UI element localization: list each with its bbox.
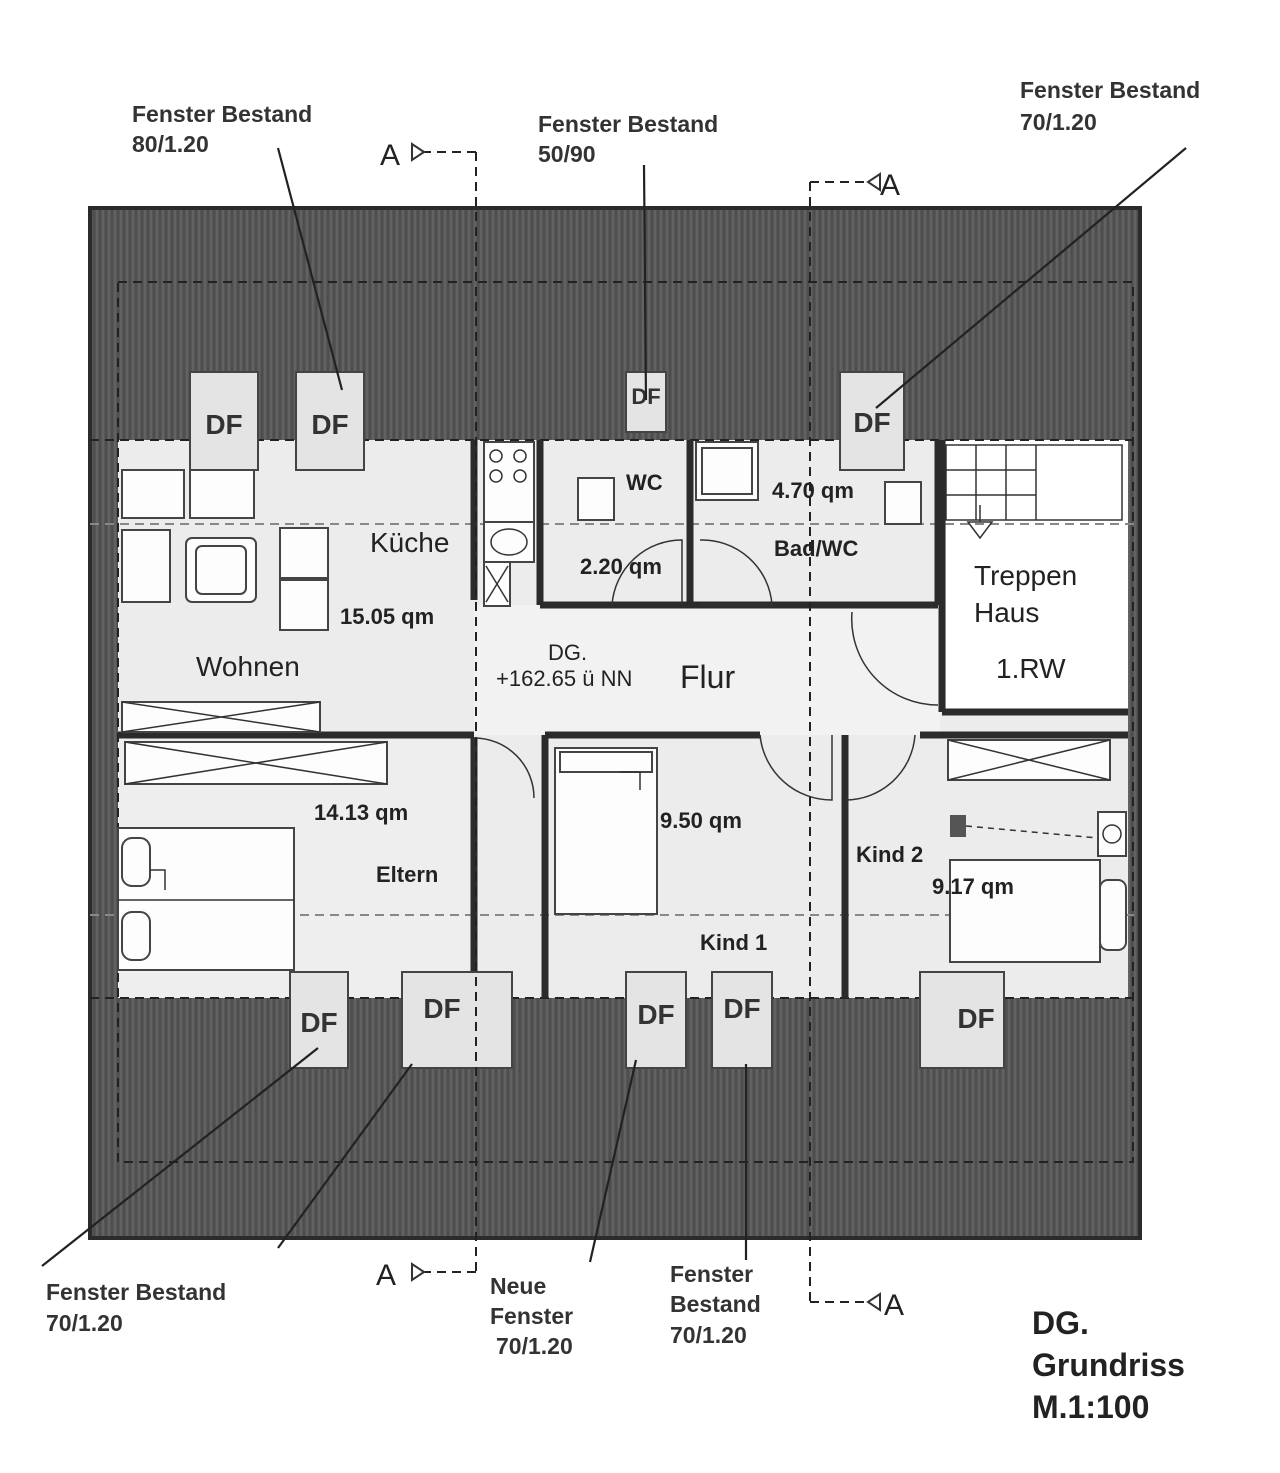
room-treppe-line3: 1.RW bbox=[996, 653, 1066, 684]
kitchen-fixtures bbox=[483, 441, 535, 607]
room-wc-area: 2.20 qm bbox=[580, 554, 662, 579]
callout-top-right-line2: 70/1.20 bbox=[1020, 109, 1097, 135]
kind1-furniture bbox=[554, 747, 658, 915]
callout-bottom-mid-line2: Bestand bbox=[670, 1291, 761, 1317]
living-furniture bbox=[121, 469, 329, 733]
callout-neue-line3: 70/1.20 bbox=[496, 1333, 573, 1359]
callout-top-left-line2: 80/1.20 bbox=[132, 131, 209, 157]
room-wohnen-name: Wohnen bbox=[196, 651, 300, 682]
callout-top-mid-line1: Fenster Bestand bbox=[538, 111, 718, 137]
door-bad bbox=[699, 539, 773, 606]
df-label: DF bbox=[205, 409, 242, 440]
room-kind1-name: Kind 1 bbox=[700, 930, 767, 955]
callout-bottom-left-line2: 70/1.20 bbox=[46, 1310, 123, 1336]
dormer-top-1 bbox=[189, 371, 259, 471]
eltern-furniture bbox=[117, 741, 388, 971]
dormer-top-4 bbox=[839, 371, 905, 471]
callout-leaders bbox=[41, 147, 1187, 1267]
section-marker: A bbox=[880, 169, 900, 202]
callout-neue-line2: Fenster bbox=[490, 1303, 573, 1329]
eaves-outline bbox=[117, 281, 1134, 1163]
room-kind1-area: 9.50 qm bbox=[660, 808, 742, 833]
df-label: DF bbox=[957, 1003, 994, 1034]
door-treppe bbox=[850, 611, 939, 706]
callout-bottom-mid-line1: Fenster bbox=[670, 1261, 753, 1287]
dormer-bottom-3 bbox=[625, 971, 687, 1069]
room-kueche-area: 15.05 qm bbox=[340, 604, 434, 629]
room-eltern-area: 14.13 qm bbox=[314, 800, 408, 825]
callout-bottom-left-line1: Fenster Bestand bbox=[46, 1279, 226, 1305]
df-label: DF bbox=[853, 407, 890, 438]
callout-bottom-mid-line3: 70/1.20 bbox=[670, 1322, 747, 1348]
df-label: DF bbox=[300, 1007, 337, 1038]
room-kind2-name: Kind 2 bbox=[856, 842, 923, 867]
room-bad-name: Bad/WC bbox=[774, 536, 858, 561]
room-treppe-line2: Haus bbox=[974, 597, 1039, 628]
door-eltern bbox=[473, 737, 535, 799]
callout-neue-line1: Neue bbox=[490, 1273, 546, 1299]
section-marker: A bbox=[380, 139, 400, 172]
room-flur-name: Flur bbox=[680, 659, 735, 695]
dormer-bottom-5 bbox=[919, 971, 1005, 1069]
df-label: DF bbox=[637, 999, 674, 1030]
flur-level-line1: DG. bbox=[548, 640, 587, 665]
callout-top-left-line1: Fenster Bestand bbox=[132, 101, 312, 127]
df-label: DF bbox=[723, 993, 760, 1024]
roof-east-edge bbox=[1128, 440, 1140, 998]
title-line2: Grundriss bbox=[1032, 1347, 1185, 1383]
flur-level-line2: +162.65 ü NN bbox=[496, 666, 632, 691]
staircase bbox=[945, 444, 1123, 540]
room-kind2-area: 9.17 qm bbox=[932, 874, 1014, 899]
df-label: DF bbox=[423, 993, 460, 1024]
outer-frame bbox=[88, 206, 1142, 1240]
section-marker: A bbox=[376, 1259, 396, 1292]
bath-fixtures bbox=[577, 441, 922, 525]
door-wc bbox=[611, 539, 683, 606]
roof-north bbox=[90, 208, 1140, 440]
title-line1: DG. bbox=[1032, 1305, 1089, 1341]
room-bad-area: 4.70 qm bbox=[772, 478, 854, 503]
dormer-bottom-4 bbox=[711, 971, 773, 1069]
dormer-top-2 bbox=[295, 371, 365, 471]
room-wc-name: WC bbox=[626, 470, 663, 495]
callout-top-right-line1: Fenster Bestand bbox=[1020, 77, 1200, 103]
kind2-furniture bbox=[947, 739, 1127, 963]
room-treppe-line1: Treppen bbox=[974, 560, 1077, 591]
callout-top-mid-line2: 50/90 bbox=[538, 141, 596, 167]
section-marker: A bbox=[884, 1289, 904, 1322]
section-lines bbox=[411, 142, 881, 1312]
room-eltern-name: Eltern bbox=[376, 862, 438, 887]
door-kind2 bbox=[844, 734, 916, 801]
df-label: DF bbox=[311, 409, 348, 440]
dormer-bottom-2 bbox=[401, 971, 513, 1069]
room-kueche-name: Küche bbox=[370, 527, 449, 558]
door-kind1 bbox=[759, 734, 833, 801]
flur-floor bbox=[474, 605, 940, 735]
roof-west-edge bbox=[90, 440, 118, 998]
dormer-bottom-1 bbox=[289, 971, 349, 1069]
title-line3: M.1:100 bbox=[1032, 1389, 1149, 1425]
